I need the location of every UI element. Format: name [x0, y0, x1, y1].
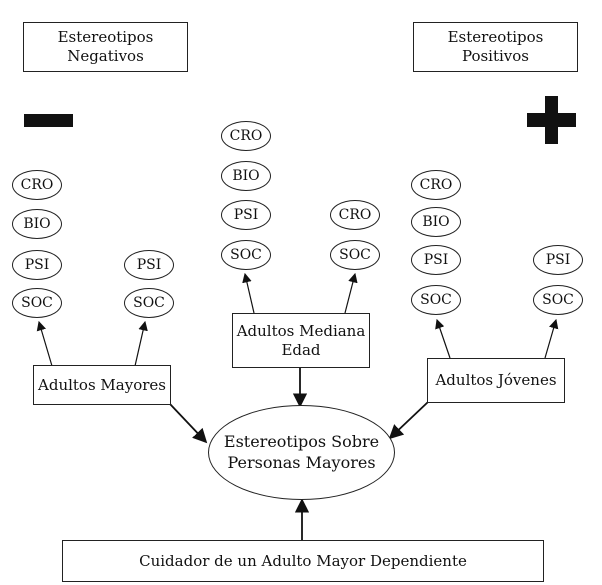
oval-mayores-psi: PSI [12, 250, 62, 280]
caregiver-label: Cuidador de un Adulto Mayor Dependiente [139, 551, 467, 570]
oval-mayores-cro: CRO [12, 170, 62, 200]
negative-stereotypes-box: Estereotipos Negativos [23, 22, 188, 72]
caregiver-box: Cuidador de un Adulto Mayor Dependiente [62, 540, 544, 582]
arrow-jovenes-soc-right [544, 318, 559, 359]
adultos-jovenes-box: Adultos Jóvenes [427, 358, 565, 403]
oval-jovenes-cro: CRO [411, 170, 461, 200]
adultos-mediana-edad-box: Adultos Mediana Edad [232, 313, 370, 368]
adultos-mediana-label-line2: Edad [281, 340, 321, 359]
oval-mayores-bio: BIO [12, 209, 62, 239]
oval-mediana-bio: BIO [221, 161, 271, 191]
center-stereotypes-oval: Estereotipos Sobre Personas Mayores [208, 405, 395, 500]
arrow-mayores-center [169, 403, 208, 444]
negative-title-line2: Negativos [67, 47, 144, 65]
arrow-mediana-soc-right [344, 272, 358, 314]
oval-jovenes-right-soc: SOC [533, 285, 583, 315]
adultos-jovenes-label: Adultos Jóvenes [435, 371, 557, 390]
arrow-mediana-soc-left [242, 272, 255, 314]
oval-jovenes-right-psi: PSI [533, 245, 583, 275]
oval-mediana-psi: PSI [221, 200, 271, 230]
adultos-mayores-box: Adultos Mayores [33, 365, 171, 405]
oval-mayores-right-psi: PSI [124, 250, 174, 280]
oval-jovenes-bio: BIO [411, 207, 461, 237]
oval-mayores-soc: SOC [12, 288, 62, 318]
oval-jovenes-soc: SOC [411, 285, 461, 315]
oval-jovenes-psi: PSI [411, 245, 461, 275]
oval-mediana-right-cro: CRO [330, 200, 380, 230]
center-label-line2: Personas Mayores [227, 452, 376, 472]
arrow-mayores-soc-left [36, 320, 53, 367]
arrow-jovenes-soc-left [435, 318, 451, 359]
center-label-line1: Estereotipos Sobre [223, 431, 380, 451]
arrow-jovenes-center [388, 401, 429, 440]
oval-mayores-right-soc: SOC [124, 288, 174, 318]
oval-mediana-soc: SOC [221, 240, 271, 270]
adultos-mediana-label-line1: Adultos Mediana [236, 321, 366, 340]
adultos-mayores-label: Adultos Mayores [38, 375, 166, 394]
oval-mediana-right-soc: SOC [330, 240, 380, 270]
positive-title-line1: Estereotipos [447, 28, 544, 47]
positive-stereotypes-box: Estereotipos Positivos [413, 22, 578, 72]
negative-title-line1: Estereotipos [57, 28, 154, 47]
minus-icon [24, 114, 73, 127]
positive-title-line2: Positivos [461, 47, 530, 65]
oval-mediana-cro: CRO [221, 121, 271, 151]
arrow-mayores-soc-right [134, 320, 148, 367]
